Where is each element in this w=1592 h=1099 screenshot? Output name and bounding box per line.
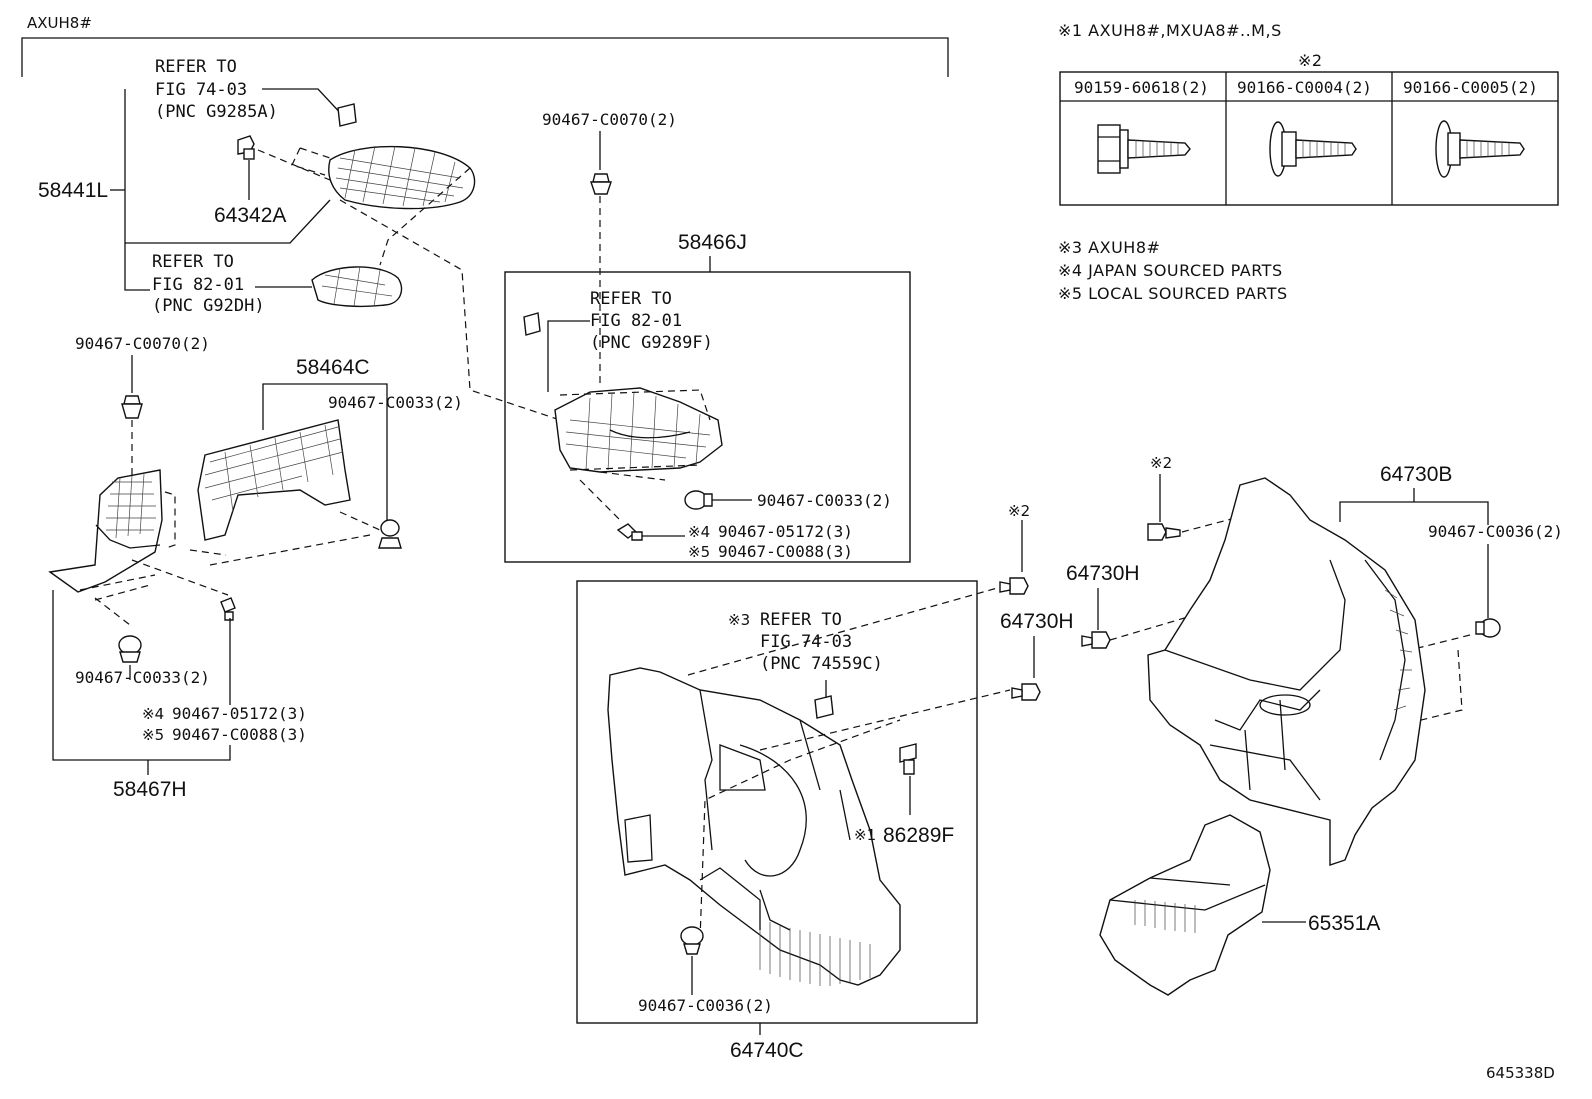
fastener-05172-right: 90467-05172(3) <box>718 522 853 541</box>
part-64730H-a: 64730H <box>1066 562 1140 585</box>
svg-text:(PNC G9285A): (PNC G9285A) <box>155 102 278 122</box>
svg-text:(PNC G92DH): (PNC G92DH) <box>152 296 265 316</box>
table-col-2: 90166-C0004(2) <box>1237 78 1372 97</box>
figure-code: 645338D <box>1486 1064 1555 1082</box>
64740C-box <box>576 580 978 1024</box>
svg-text:FIG 74-03: FIG 74-03 <box>155 80 247 100</box>
note-4: ※4 JAPAN SOURCED PARTS <box>1058 261 1283 280</box>
quarter-trim-inner-shape <box>554 387 723 473</box>
svg-text:(PNC G9289F): (PNC G9289F) <box>590 333 713 353</box>
svg-text:REFER TO: REFER TO <box>152 252 234 272</box>
note-1: ※1 AXUH8#,MXUA8#..M,S <box>1058 21 1282 40</box>
58441L-bracket <box>124 89 331 244</box>
svg-text:REFER TO: REFER TO <box>760 610 842 630</box>
nut-86289F-icon <box>899 743 917 775</box>
floor-trim-65351A-shape <box>1099 814 1271 996</box>
deck-side-trim-shape <box>607 667 901 986</box>
ref-4-tag <box>814 695 834 719</box>
push-clip-mid-icon <box>378 519 402 549</box>
clip-c0033-right-icon <box>684 490 713 510</box>
fastener-c0033-right: 90467-C0033(2) <box>757 491 892 510</box>
part-64730B: 64730B <box>1380 463 1452 486</box>
part-64730H-b: 64730H <box>1000 610 1074 633</box>
push-clip-top-icon <box>590 173 612 195</box>
clip-05172-right-icon <box>616 523 643 541</box>
note-3: ※3 AXUH8# <box>1058 238 1160 257</box>
note-2-header: ※2 <box>1298 51 1323 70</box>
mark-5-right: ※5 <box>688 543 710 561</box>
ref-3-tag <box>523 312 541 336</box>
mark-2-b: ※2 <box>1150 454 1172 472</box>
fastener-c0036-right: 90467-C0036(2) <box>1428 522 1563 541</box>
table-col-3: 90166-C0005(2) <box>1403 78 1538 97</box>
fastener-05172-left: 90467-05172(3) <box>172 704 307 723</box>
mark-2-a: ※2 <box>1008 502 1030 520</box>
fastener-c0088-right: 90467-C0088(3) <box>718 542 853 561</box>
quarter-trim-upper-shape <box>328 145 476 210</box>
push-clip-left-icon <box>121 395 143 419</box>
fastener-c0033-mid: 90467-C0033(2) <box>328 393 463 412</box>
clip-64342A-icon <box>237 135 255 160</box>
part-58441L: 58441L <box>38 179 108 202</box>
ref-block-4: ※3 REFER TO FIG 74-03 (PNC 74559C) <box>728 610 883 674</box>
ref-block-1: REFER TO FIG 74-03 (PNC G9285A) <box>155 57 278 122</box>
quarter-trim-center-shape <box>197 419 351 541</box>
mark-3: ※3 <box>728 611 750 629</box>
svg-text:FIG 82-01: FIG 82-01 <box>152 275 244 295</box>
table-col-1: 90159-60618(2) <box>1074 78 1209 97</box>
clip-c0036-bottom-icon <box>680 926 704 955</box>
part-86289F: 86289F <box>883 824 954 847</box>
ref-1-leader <box>262 88 346 119</box>
flange-screw-icon <box>1435 120 1525 178</box>
fastener-c0033-left: 90467-C0033(2) <box>75 668 210 687</box>
svg-text:REFER TO: REFER TO <box>155 57 237 77</box>
fastener-c0070-left: 90467-C0070(2) <box>75 334 210 353</box>
bolt-64730H-top-icon <box>999 577 1029 595</box>
part-58467H: 58467H <box>113 778 187 801</box>
flange-bolt-icon <box>1097 124 1191 174</box>
bracket-g92dh-shape <box>311 265 403 308</box>
mark-1: ※1 <box>854 826 876 844</box>
quarter-trim-left-lower-shape <box>48 469 163 593</box>
clip-c0033-left-icon <box>118 635 142 663</box>
clip-c0036-right-icon <box>1475 618 1501 638</box>
mark-5-left: ※5 <box>142 726 164 744</box>
part-58464C: 58464C <box>296 356 370 379</box>
header-bracket <box>21 37 949 77</box>
header-code: AXUH8# <box>27 14 92 32</box>
part-64740C: 64740C <box>730 1039 804 1062</box>
fastener-c0070-top: 90467-C0070(2) <box>542 110 677 129</box>
svg-text:(PNC 74559C): (PNC 74559C) <box>760 654 883 674</box>
part-58466J: 58466J <box>678 231 747 254</box>
fastener-c0088-left: 90467-C0088(3) <box>172 725 307 744</box>
ref-block-2: REFER TO FIG 82-01 (PNC G92DH) <box>152 252 265 316</box>
part-64342A: 64342A <box>214 204 286 227</box>
fastener-table: 90159-60618(2) 90166-C0004(2) 90166-C000… <box>1059 71 1559 206</box>
clip-05172-left-icon <box>220 597 236 621</box>
quarter-inner-panel-shape <box>1147 477 1426 866</box>
washer-bolt-icon <box>1269 121 1357 177</box>
svg-text:REFER TO: REFER TO <box>590 289 672 309</box>
part-65351A: 65351A <box>1308 912 1380 935</box>
fastener-c0036-bottom: 90467-C0036(2) <box>638 996 773 1015</box>
ref-1-tag <box>337 103 357 127</box>
ref-block-3: REFER TO FIG 82-01 (PNC G9289F) <box>590 289 713 353</box>
note-5: ※5 LOCAL SOURCED PARTS <box>1058 284 1288 303</box>
mark-4-right: ※4 <box>688 523 710 541</box>
58466J-box <box>504 271 911 563</box>
bolt-64730H-lower-icon <box>1011 683 1041 701</box>
bolt-64730H-left-icon <box>1081 631 1111 649</box>
bolt-top-right-icon <box>1147 523 1181 541</box>
mark-4-left: ※4 <box>142 705 164 723</box>
svg-text:FIG 82-01: FIG 82-01 <box>590 311 682 331</box>
